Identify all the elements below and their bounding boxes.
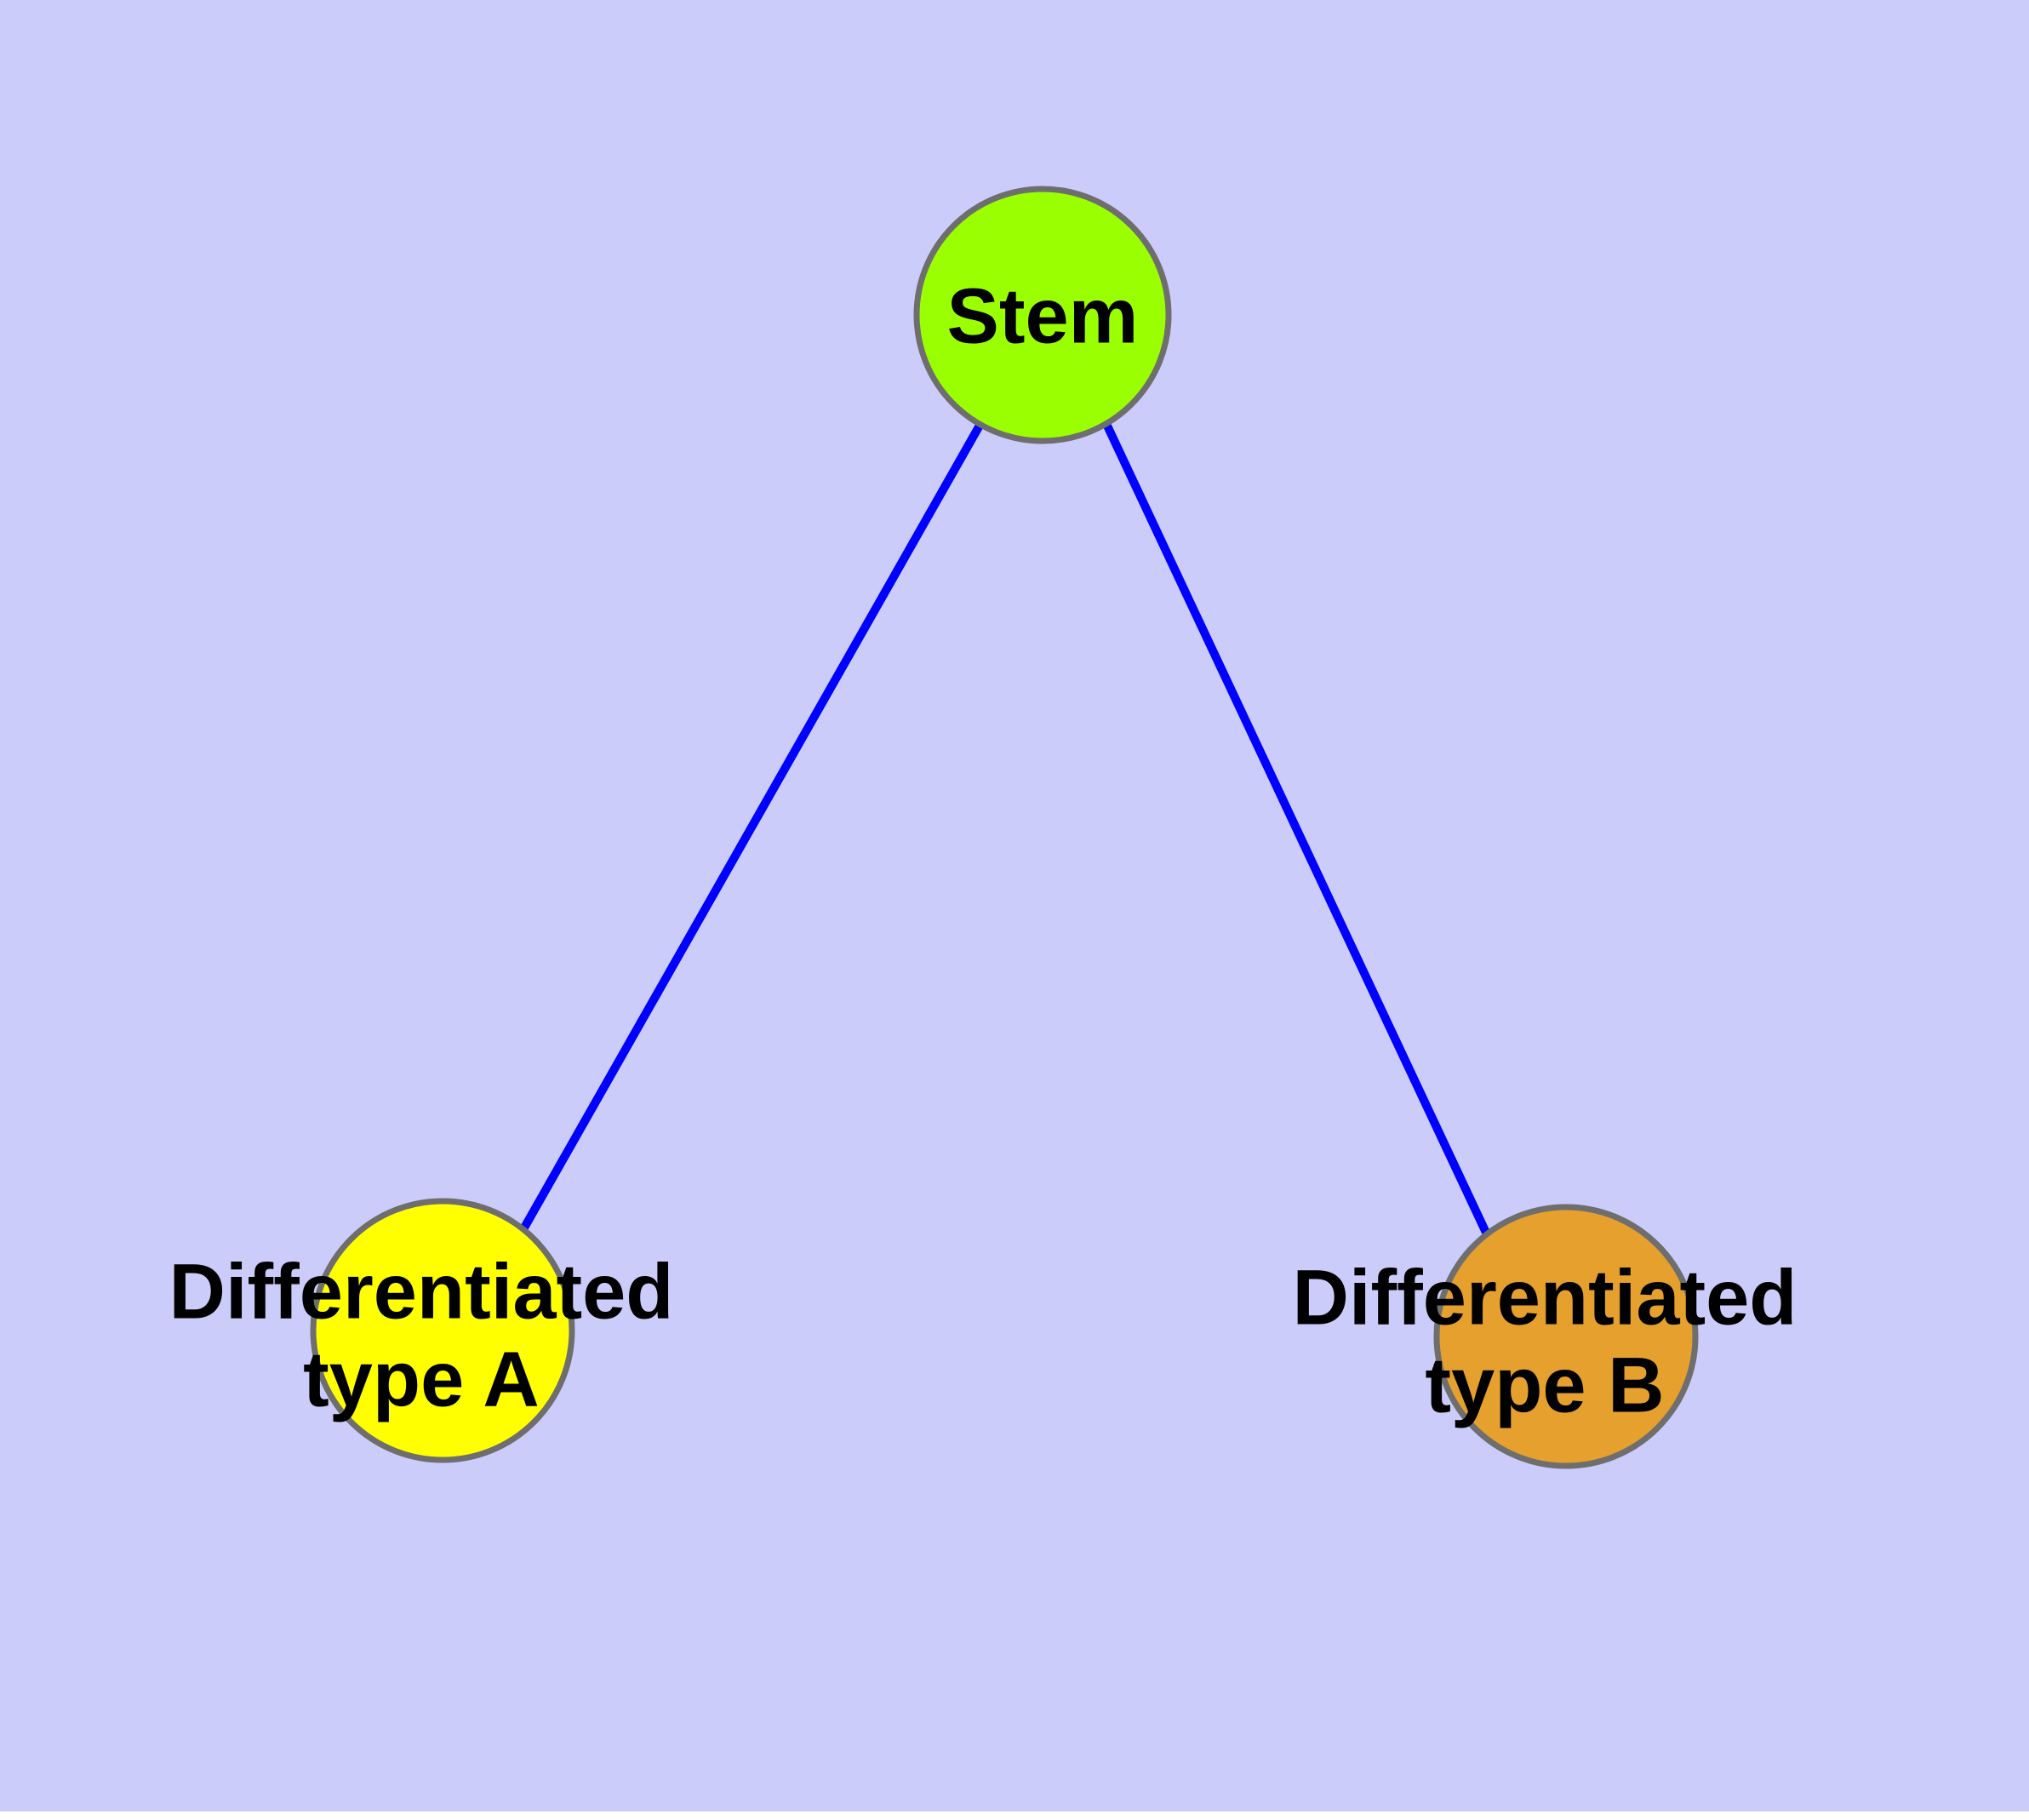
node-diff-a-label-line2: type A xyxy=(303,1336,540,1422)
edge-layer xyxy=(519,421,1491,1237)
node-stem-circle[interactable] xyxy=(913,186,1172,444)
node-diff-b[interactable]: Differentiated type B xyxy=(1293,1204,1798,1469)
node-diff-a-label-line1: Differentiated xyxy=(169,1248,674,1335)
node-diff-b-label-line2: type B xyxy=(1425,1342,1664,1428)
node-diff-a[interactable]: Differentiated type A xyxy=(169,1198,674,1463)
node-diff-b-circle[interactable] xyxy=(1433,1204,1699,1469)
edge-stem-to-diff-a[interactable] xyxy=(519,421,985,1232)
node-stem[interactable]: Stem xyxy=(913,186,1172,444)
edge-stem-to-diff-b[interactable] xyxy=(1102,421,1491,1237)
node-diff-a-circle[interactable] xyxy=(310,1198,575,1463)
node-diff-b-label-line1: Differentiated xyxy=(1293,1254,1798,1341)
node-stem-label-line1: Stem xyxy=(947,272,1139,359)
